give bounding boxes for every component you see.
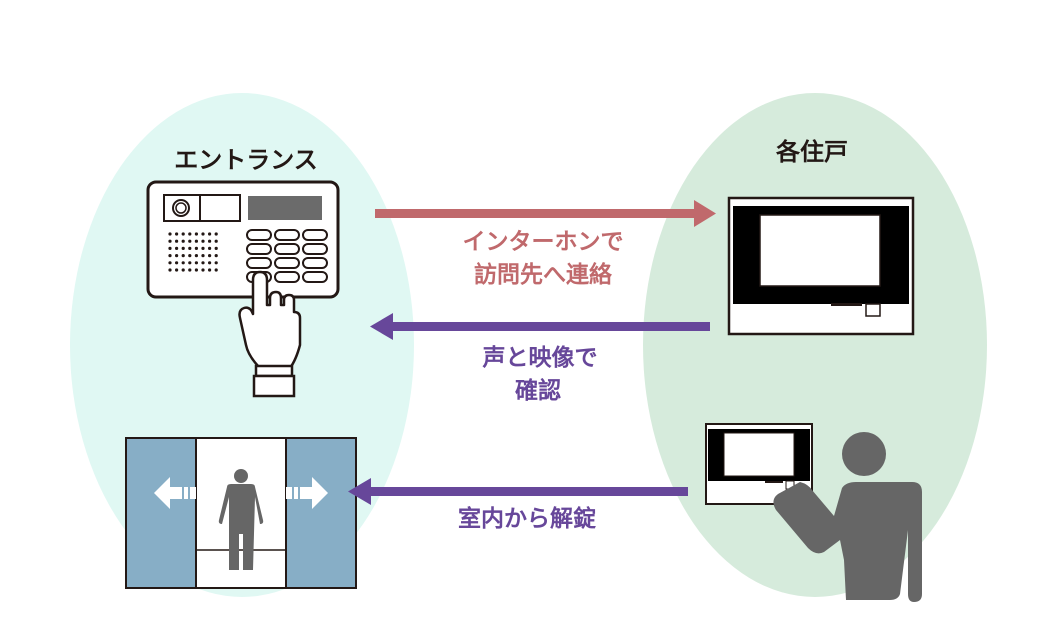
speaker-hole — [168, 239, 172, 243]
keypad-button — [302, 257, 328, 269]
entrance-intercom-panel — [146, 180, 340, 299]
speaker-hole — [208, 239, 212, 243]
speaker-hole — [181, 254, 185, 258]
speaker-hole — [168, 246, 172, 250]
keypad-button — [246, 229, 272, 241]
speaker-hole — [201, 246, 205, 250]
keypad-button — [302, 271, 328, 283]
speaker-hole — [188, 254, 192, 258]
speaker-hole — [188, 261, 192, 265]
speaker-hole — [188, 246, 192, 250]
door-panel-left — [127, 439, 196, 587]
speaker-hole — [208, 254, 212, 258]
speaker-hole — [201, 239, 205, 243]
speaker-hole — [181, 261, 185, 265]
hand-pressing-icon — [238, 270, 302, 398]
speaker-hole — [214, 268, 218, 272]
speaker-hole — [194, 254, 198, 258]
keypad-button — [246, 243, 272, 255]
keypad-button — [302, 229, 328, 241]
speaker-hole — [214, 254, 218, 258]
door-open-right-arrow-icon — [286, 477, 328, 509]
speaker-hole — [201, 261, 205, 265]
speaker-hole — [175, 261, 179, 265]
speaker-hole — [214, 239, 218, 243]
resident-with-monitor — [705, 423, 922, 602]
speaker-hole — [168, 268, 172, 272]
speaker-hole — [194, 232, 198, 236]
keypad-button — [274, 271, 300, 283]
residence-title: 各住戸 — [775, 138, 848, 166]
speaker-grille — [168, 232, 218, 272]
speaker-hole — [208, 232, 212, 236]
person-icon — [218, 469, 264, 570]
flow-arrow-confirm — [370, 313, 710, 340]
residence-monitor — [727, 196, 915, 336]
speaker-hole — [194, 268, 198, 272]
keypad-button — [274, 257, 300, 269]
speaker-hole — [208, 246, 212, 250]
speaker-hole — [201, 254, 205, 258]
speaker-hole — [175, 239, 179, 243]
speaker-hole — [194, 239, 198, 243]
speaker-hole — [188, 239, 192, 243]
speaker-hole — [181, 246, 185, 250]
speaker-hole — [194, 246, 198, 250]
speaker-hole — [168, 261, 172, 265]
keypad-button — [246, 257, 272, 269]
door-open-left-arrow-icon — [154, 477, 196, 509]
display-screen — [248, 196, 322, 220]
flow-label-confirm-line1: 声と映像で — [483, 344, 598, 371]
speaker-hole — [188, 268, 192, 272]
speaker-hole — [201, 268, 205, 272]
speaker-hole — [194, 261, 198, 265]
speaker-hole — [175, 232, 179, 236]
flow-arrow-call — [375, 200, 716, 227]
entrance-title: エントランス — [174, 146, 318, 174]
flow-label-call-line1: インターホンで — [463, 229, 624, 255]
flow-label-unlock: 室内から解錠 — [458, 505, 596, 532]
speaker-hole — [201, 232, 205, 236]
resident-person-icon — [773, 432, 922, 602]
speaker-hole — [214, 232, 218, 236]
keypad-button — [274, 243, 300, 255]
speaker-hole — [168, 254, 172, 258]
keypad-button — [274, 229, 300, 241]
speaker-hole — [181, 268, 185, 272]
speaker-hole — [175, 254, 179, 258]
speaker-hole — [181, 239, 185, 243]
flow-arrow-unlock — [348, 478, 688, 505]
speaker-hole — [208, 261, 212, 265]
flow-label-call-line2: 訪問先へ連絡 — [474, 261, 613, 288]
speaker-hole — [214, 246, 218, 250]
speaker-hole — [208, 268, 212, 272]
automatic-door — [125, 437, 357, 589]
speaker-hole — [181, 232, 185, 236]
door-panel-right — [286, 439, 355, 587]
speaker-hole — [175, 268, 179, 272]
keypad-button — [302, 243, 328, 255]
speaker-hole — [214, 261, 218, 265]
speaker-hole — [188, 232, 192, 236]
speaker-hole — [168, 232, 172, 236]
flow-label-confirm-line2: 確認 — [515, 377, 561, 404]
speaker-hole — [175, 246, 179, 250]
